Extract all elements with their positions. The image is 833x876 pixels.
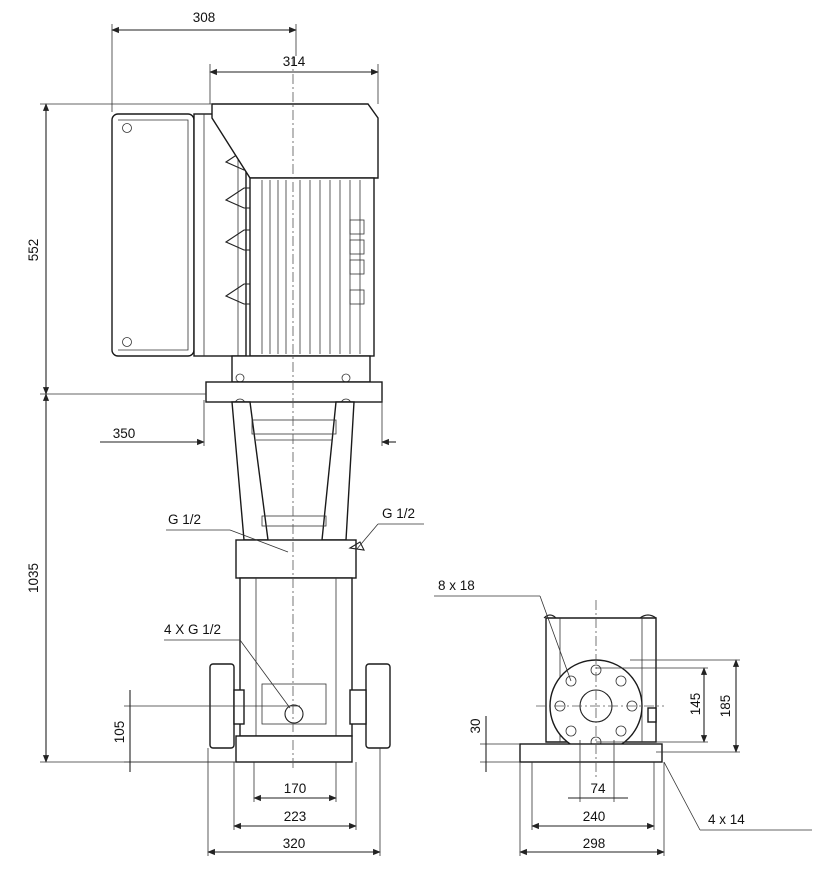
- terminal-screw-top: [122, 123, 132, 133]
- dim-label-298: 298: [583, 836, 606, 851]
- callout-gauge-ports: 4 X G 1/2: [164, 622, 221, 637]
- side-base: [519, 743, 663, 763]
- dim-label-308: 308: [193, 10, 216, 25]
- callout-drain-left: G 1/2: [168, 512, 201, 527]
- callout-base-holes: 4 x 14: [708, 812, 745, 827]
- cooling-fins: [261, 180, 365, 354]
- outlet-neck: [349, 689, 367, 725]
- dim-label-240: 240: [583, 809, 606, 824]
- terminal-box: [111, 113, 195, 357]
- dim-label-314: 314: [283, 54, 306, 69]
- chamber-sleeve: [239, 577, 353, 737]
- side-plug: [647, 707, 657, 723]
- flange-hole-8: [565, 675, 577, 687]
- pump-base: [235, 735, 353, 763]
- outlet-flange: [365, 663, 391, 749]
- dim-label-74: 74: [590, 781, 606, 796]
- coupling-flange: [205, 381, 383, 403]
- dim-label-145: 145: [688, 693, 703, 716]
- pump-stool: [205, 381, 383, 579]
- front-dimensions: [40, 24, 424, 856]
- pump-chamber: [209, 577, 391, 763]
- dim-label-170: 170: [284, 781, 307, 796]
- dim-label-1035: 1035: [26, 563, 41, 593]
- callout-flange-holes: 8 x 18: [438, 578, 475, 593]
- stool-leg-left: [231, 401, 269, 541]
- pump-head: [235, 539, 357, 579]
- callout-drain-right: G 1/2: [382, 506, 415, 521]
- motor-mount: [231, 355, 371, 383]
- dim-label-223: 223: [284, 809, 307, 824]
- dim-label-350: 350: [113, 426, 136, 441]
- side-dimensions: [434, 595, 812, 856]
- dim-label-320: 320: [283, 836, 306, 851]
- dim-label-185: 185: [718, 695, 733, 718]
- flange-hole-4: [615, 725, 627, 737]
- side-view: [519, 614, 663, 763]
- inlet-neck: [233, 689, 245, 725]
- flange-hole-6: [565, 725, 577, 737]
- gauge-port: [284, 704, 304, 724]
- stool-leg-right: [321, 401, 355, 541]
- terminal-screw-bottom: [122, 337, 132, 347]
- dim-label-30: 30: [468, 718, 483, 733]
- motor-cap: [211, 103, 379, 179]
- dim-label-552: 552: [26, 239, 41, 262]
- dim-label-105: 105: [112, 721, 127, 744]
- motor-body: [249, 177, 375, 357]
- motor-assembly: [111, 103, 379, 383]
- flange-hole-2: [615, 675, 627, 687]
